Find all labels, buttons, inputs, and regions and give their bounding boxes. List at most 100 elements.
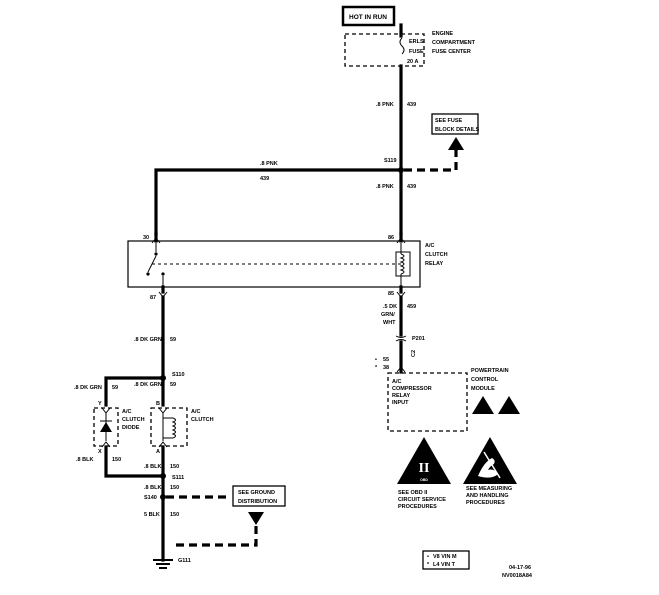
- wire-blk-mid-gauge: .8 BLK: [144, 464, 161, 470]
- fuse-center-label-3: FUSE CENTER: [432, 49, 471, 55]
- wire-grnwht-circuit: 459: [407, 304, 416, 310]
- relay-label-1: A/C: [425, 243, 435, 249]
- legend-l4-mark: *: [427, 562, 430, 568]
- splice-s111: [160, 473, 166, 479]
- obd-line1: SEE OBD II: [398, 490, 428, 496]
- splice-s140: [160, 494, 166, 500]
- wire-blk-bottom-circuit: 150: [170, 512, 179, 518]
- wire-dkgrn-upper-gauge: .8 DK GRN: [134, 337, 162, 343]
- pcm-input-1: A/C: [392, 379, 402, 385]
- diode-pin-top: Y: [98, 401, 102, 407]
- wire-pnk-right-gauge: .8 PNK: [376, 184, 394, 190]
- esd-line1: SEE MEASURING: [466, 486, 512, 492]
- wire-pnk-left-circuit: 439: [260, 176, 269, 182]
- relay-pin-86: 86: [388, 235, 394, 241]
- ground-g111: G111: [153, 558, 191, 569]
- see-ground-line1: SEE GROUND: [238, 490, 275, 496]
- wire-blk-left-gauge: .8 BLK: [76, 457, 93, 463]
- pcm-input-4: INPUT: [392, 400, 409, 406]
- ground-g111-label: G111: [178, 558, 191, 564]
- wire-pnk-left: [154, 168, 403, 236]
- fuse-word: FUSE: [409, 49, 424, 55]
- pcm-input-3: RELAY: [392, 393, 410, 399]
- wire-dkgrn-mid-circuit: 59: [170, 382, 176, 388]
- wire-pnk-left-gauge: .8 PNK: [260, 161, 278, 167]
- pin-v8-mark: •: [375, 357, 377, 363]
- wire-dkgrn-upper-circuit: 59: [170, 337, 176, 343]
- pcm-label-3: MODULE: [471, 386, 495, 392]
- see-ground-box: SEE GROUND DISTRIBUTION: [232, 485, 286, 507]
- wire-grnwht-gauge-3: WHT: [383, 320, 396, 326]
- diode-label-2: CLUTCH: [122, 417, 145, 423]
- diode-label-1: A/C: [122, 409, 132, 415]
- wire-pnk-top-gauge: .8 PNK: [376, 102, 394, 108]
- clutch-coil: [171, 417, 176, 439]
- see-fuse-block-line1: SEE FUSE: [435, 118, 463, 124]
- splice-s119-label: S119: [384, 158, 397, 164]
- footer-date: 04-17-96: [509, 565, 531, 571]
- clutch-pin-top: B: [156, 401, 160, 407]
- dashed-ground-return: [176, 520, 258, 547]
- pcm-label-2: CONTROL: [471, 377, 499, 383]
- pin-l4-mark: *: [375, 365, 378, 371]
- legend-v8-mark: •: [427, 554, 429, 560]
- splice-s140-label: S140: [144, 495, 157, 501]
- fuse-rating: 20 A: [407, 59, 418, 65]
- engine-legend: • V8 VIN M * L4 VIN T: [422, 550, 470, 570]
- esd-line2: AND HANDLING: [466, 493, 508, 499]
- obd-line3: PROCEDURES: [398, 504, 437, 510]
- diode-pin-bottom: X: [98, 449, 102, 455]
- clutch-pin-bottom: A: [156, 449, 160, 455]
- relay-pin-85: 85: [388, 291, 394, 297]
- see-fuse-block-line2: BLOCK DETAILS: [435, 127, 480, 133]
- splice-s111-label: S111: [172, 475, 184, 481]
- wire-blk-lower-gauge: .8 BLK: [144, 485, 161, 491]
- obd-small-icon: [498, 396, 520, 414]
- obd-mini-text: OBD: [420, 478, 428, 482]
- pcm-input-2: COMPRESSOR: [392, 386, 432, 392]
- wire-dkgrn-mid-gauge: .8 DK GRN: [134, 382, 162, 388]
- footer-code: NV0018A84: [502, 573, 533, 579]
- wire-dkgrn-left-circuit: 59: [112, 385, 118, 391]
- obd-symbol-text: II: [419, 461, 430, 476]
- relay-label-2: CLUTCH: [425, 252, 448, 258]
- wire-pnk-right-circuit: 439: [407, 184, 416, 190]
- connector-p201-name: P201: [412, 336, 425, 342]
- wire-dkgrn-to-diode: [104, 376, 165, 407]
- ac-clutch: B A A/C CLUTCH: [150, 401, 214, 455]
- diode-symbol: [100, 422, 112, 432]
- pcm-label-1: POWERTRAIN: [471, 368, 509, 374]
- ac-clutch-diode: Y X A/C CLUTCH DIODE: [93, 401, 145, 455]
- diode-label-3: DIODE: [122, 425, 140, 431]
- wire-grnwht-gauge-2: GRN/: [381, 312, 395, 318]
- fuse-center: ERLS FUSE 20 A ENGINE COMPARTMENT FUSE C…: [344, 31, 476, 67]
- clutch-label-2: CLUTCH: [191, 417, 214, 423]
- connector-p201-code: C2: [411, 350, 417, 357]
- wire-blk-lower-circuit: 150: [170, 485, 179, 491]
- esd-symbol: SEE MEASURING AND HANDLING PROCEDURES: [463, 437, 517, 506]
- hot-in-run-box: HOT IN RUN: [341, 5, 396, 27]
- legend-l4: L4 VIN T: [433, 562, 456, 568]
- relay-pin-30: 30: [143, 235, 149, 241]
- fuse-center-label-1: ENGINE: [432, 31, 453, 37]
- wire-blk-bottom-gauge: 5 BLK: [144, 512, 160, 518]
- see-fuse-block-box: SEE FUSE BLOCK DETAILS: [431, 113, 480, 135]
- fuse-center-label-2: COMPARTMENT: [432, 40, 476, 46]
- legend-v8: V8 VIN M: [433, 554, 457, 560]
- wire-blk-mid-circuit: 150: [170, 464, 179, 470]
- connector-p201: P201 C2: [395, 335, 425, 357]
- arrow-up-icon: [448, 137, 464, 150]
- wire-grnwht-gauge-1: .5 DK: [383, 304, 397, 310]
- pin-v8: 55: [383, 357, 389, 363]
- pin-l4: 38: [383, 365, 389, 371]
- ac-clutch-relay: 30 86 A/C CLUTCH RELAY: [127, 232, 448, 288]
- relay-label-3: RELAY: [425, 261, 443, 267]
- wire-blk-left: [104, 445, 165, 478]
- obd-ii-icon: [397, 437, 451, 484]
- clutch-label-1: A/C: [191, 409, 201, 415]
- wire-dkgrn-left-gauge: .8 DK GRN: [74, 385, 102, 391]
- arrow-down-icon: [248, 512, 264, 525]
- fuse-name: ERLS: [409, 39, 424, 45]
- esd-line3: PROCEDURES: [466, 500, 505, 506]
